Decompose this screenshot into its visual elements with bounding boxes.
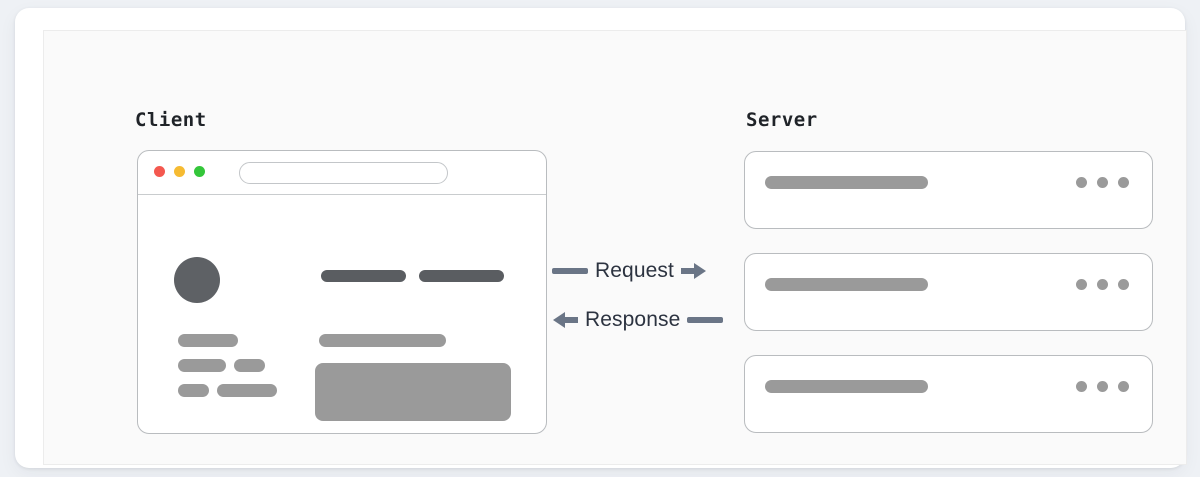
close-dot-icon[interactable]	[154, 166, 165, 177]
diagram-card: Client	[15, 8, 1187, 468]
client-browser-window	[137, 150, 547, 434]
server-node-2	[744, 253, 1153, 331]
server-dot-icon	[1118, 177, 1129, 188]
minimize-dot-icon[interactable]	[174, 166, 185, 177]
traffic-lights	[154, 166, 205, 177]
server-dot-icon	[1097, 177, 1108, 188]
arrow-right-icon	[680, 263, 706, 279]
server-dot-icon	[1076, 381, 1087, 392]
server-dot-icon	[1097, 279, 1108, 290]
server-dots-icon	[1076, 381, 1129, 392]
server-node-3	[744, 355, 1153, 433]
server-dot-icon	[1097, 381, 1108, 392]
response-label: Response	[585, 308, 681, 331]
server-dot-icon	[1076, 279, 1087, 290]
sidebar-bar-placeholder	[217, 384, 277, 397]
arrow-left-icon	[553, 312, 578, 328]
server-dot-icon	[1118, 279, 1129, 290]
server-bar-placeholder	[765, 176, 928, 189]
content-block-placeholder	[315, 363, 511, 421]
server-dots-icon	[1076, 279, 1129, 290]
diagram-panel: Client	[43, 30, 1187, 465]
arrow-stem	[687, 317, 724, 323]
server-dots-icon	[1076, 177, 1129, 188]
address-bar-input[interactable]	[239, 162, 448, 184]
content-bar-placeholder	[319, 334, 446, 347]
browser-content	[138, 195, 546, 433]
request-label: Request	[595, 259, 674, 282]
request-arrow: Request	[552, 259, 707, 283]
sidebar-bar-placeholder	[178, 359, 226, 372]
server-node-1	[744, 151, 1153, 229]
response-arrow: Response	[552, 308, 724, 332]
sidebar-bar-placeholder	[234, 359, 265, 372]
header-bar-placeholder	[419, 270, 504, 282]
server-bar-placeholder	[765, 380, 928, 393]
maximize-dot-icon[interactable]	[194, 166, 205, 177]
sidebar-bar-placeholder	[178, 334, 238, 347]
header-bar-placeholder	[321, 270, 406, 282]
client-title: Client	[135, 109, 207, 131]
sidebar-bar-placeholder	[178, 384, 209, 397]
server-dot-icon	[1076, 177, 1087, 188]
arrow-stem	[552, 268, 588, 274]
server-title: Server	[746, 109, 818, 131]
browser-titlebar	[138, 151, 546, 195]
server-dot-icon	[1118, 381, 1129, 392]
server-bar-placeholder	[765, 278, 928, 291]
avatar-placeholder	[174, 257, 220, 303]
